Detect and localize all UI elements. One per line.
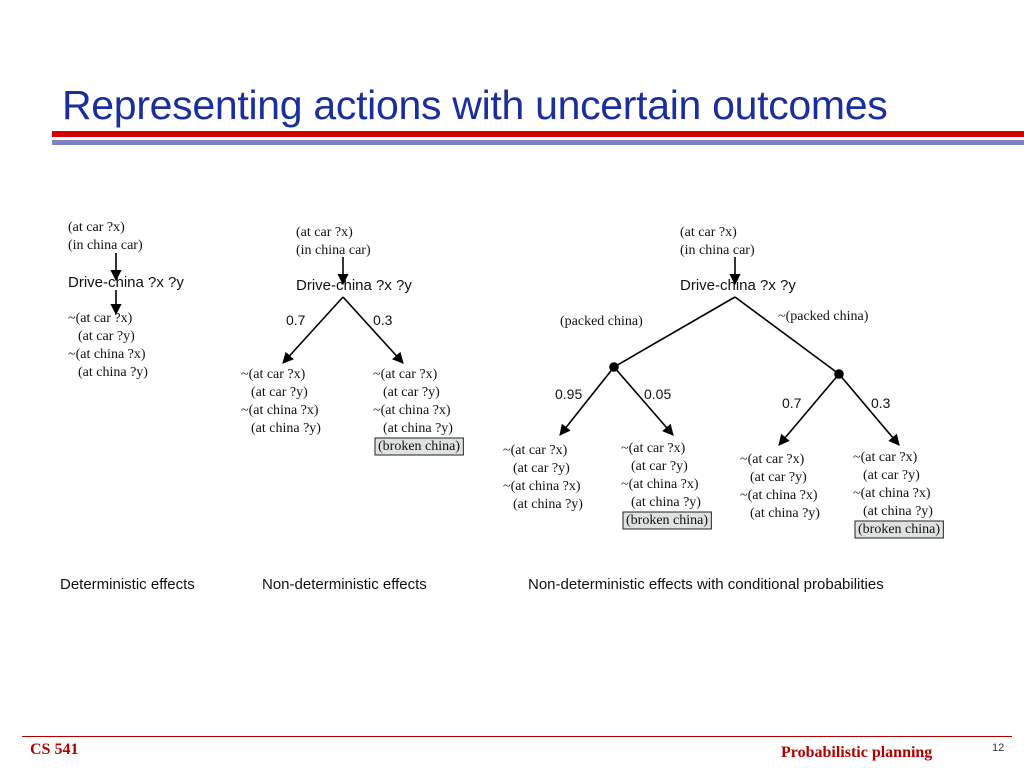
tree2-right-effect-at-china-y: (at china ?y): [383, 421, 453, 436]
tree3-notpacked-right-effect-broken-china-box: [854, 520, 944, 539]
tree1-precondition-at-car: (at car ?x): [68, 220, 125, 235]
tree1-precondition-in-china-car: (in china car): [68, 238, 143, 253]
tree3-notpacked-left-effect-not-at-car-x: ~(at car ?x): [740, 452, 805, 467]
tree3-notpacked-left-effect-at-car-y: (at car ?y): [750, 470, 807, 485]
tree2-precondition-in-china-car: (in china car): [296, 243, 371, 258]
tree3-packed-right-effect-at-china-y: (at china ?y): [631, 495, 701, 510]
tree1-effect-at-china-y: (at china ?y): [78, 365, 148, 380]
tree3-packed-right-effect-not-at-china-x: ~(at china ?x): [621, 477, 699, 492]
tree1-action: Drive-china ?x ?y: [68, 274, 184, 291]
tree2-right-effect-at-car-y: (at car ?y): [383, 385, 440, 400]
tree3-packed-left-effect-not-at-car-x: ~(at car ?x): [503, 443, 568, 458]
tree3-packed-right-effect-broken-china-box: [622, 511, 712, 530]
caption-nondeterministic: Non-deterministic effects: [262, 576, 427, 593]
tree3-packed-right-effect-broken-china: (broken china): [626, 513, 708, 528]
tree2-prob-right: 0.3: [373, 312, 393, 328]
page-number: 12: [992, 742, 1005, 754]
tree2-left-effect-at-china-y: (at china ?y): [251, 421, 321, 436]
tree2-branch-left: [282, 296, 344, 364]
tree2-left-effect-at-car-y: (at car ?y): [251, 385, 308, 400]
title-rule-red: [52, 131, 1024, 137]
tree2-left-effect-not-at-car-x: ~(at car ?x): [241, 367, 306, 382]
tree3-precondition-at-car: (at car ?x): [680, 225, 737, 240]
tree3-packed-branch-left: [559, 366, 615, 436]
tree3-condition-packed: (packed china): [560, 314, 643, 329]
tree2-right-effect-not-at-china-x: ~(at china ?x): [373, 403, 451, 418]
tree2-right-effect-broken-china-box: [374, 437, 464, 456]
tree3-packed-right-effect-at-car-y: (at car ?y): [631, 459, 688, 474]
tree3-notpacked-left-effect-at-china-y: (at china ?y): [750, 506, 820, 521]
tree2-right-effect-not-at-car-x: ~(at car ?x): [373, 367, 438, 382]
tree3-notpacked-right-effect-not-at-car-x: ~(at car ?x): [853, 450, 918, 465]
tree3-notpacked-branch-right: [838, 373, 900, 446]
slide-title: Representing actions with uncertain outc…: [62, 82, 888, 128]
tree3-packed-left-effect-at-china-y: (at china ?y): [513, 497, 583, 512]
tree3-notpacked-right-effect-broken-china: (broken china): [858, 522, 940, 537]
tree3-branch-not-packed: [734, 296, 840, 375]
tree3-packed-branch-right: [613, 366, 674, 436]
tree3-condition-not-packed: ~(packed china): [778, 309, 869, 324]
tree2-branch-right: [342, 296, 404, 364]
tree3-branch-packed: [613, 296, 736, 368]
tree1-effect-at-car-y: (at car ?y): [78, 329, 135, 344]
tree2-action: Drive-china ?x ?y: [296, 277, 412, 294]
tree3-notpacked-right-effect-at-china-y: (at china ?y): [863, 504, 933, 519]
tree2-prob-left: 0.7: [286, 312, 306, 328]
tree3-action: Drive-china ?x ?y: [680, 277, 796, 294]
tree3-prob-095: 0.95: [555, 386, 582, 402]
tree3-packed-right-effect-not-at-car-x: ~(at car ?x): [621, 441, 686, 456]
tree1-effect-not-at-car-x: ~(at car ?x): [68, 311, 133, 326]
title-rule-blue: [52, 140, 1024, 145]
tree3-notpacked-branch-left: [778, 373, 840, 446]
tree3-prob-005: 0.05: [644, 386, 671, 402]
tree3-notpacked-right-effect-not-at-china-x: ~(at china ?x): [853, 486, 931, 501]
tree2-precondition-at-car: (at car ?x): [296, 225, 353, 240]
tree3-notpacked-right-effect-at-car-y: (at car ?y): [863, 468, 920, 483]
tree3-notpacked-left-effect-not-at-china-x: ~(at china ?x): [740, 488, 818, 503]
tree3-packed-left-effect-at-car-y: (at car ?y): [513, 461, 570, 476]
tree3-packed-left-effect-not-at-china-x: ~(at china ?x): [503, 479, 581, 494]
tree3-precondition-in-china-car: (in china car): [680, 243, 755, 258]
footer-course: CS 541: [30, 741, 79, 758]
footer-rule: [22, 736, 1012, 737]
caption-deterministic: Deterministic effects: [60, 576, 195, 593]
tree3-prob-03: 0.3: [871, 395, 891, 411]
tree3-prob-07: 0.7: [782, 395, 802, 411]
tree2-left-effect-not-at-china-x: ~(at china ?x): [241, 403, 319, 418]
tree1-effect-not-at-china-x: ~(at china ?x): [68, 347, 146, 362]
caption-conditional: Non-deterministic effects with condition…: [528, 576, 884, 593]
footer-topic: Probabilistic planning: [781, 744, 933, 761]
tree2-right-effect-broken-china: (broken china): [378, 439, 460, 454]
